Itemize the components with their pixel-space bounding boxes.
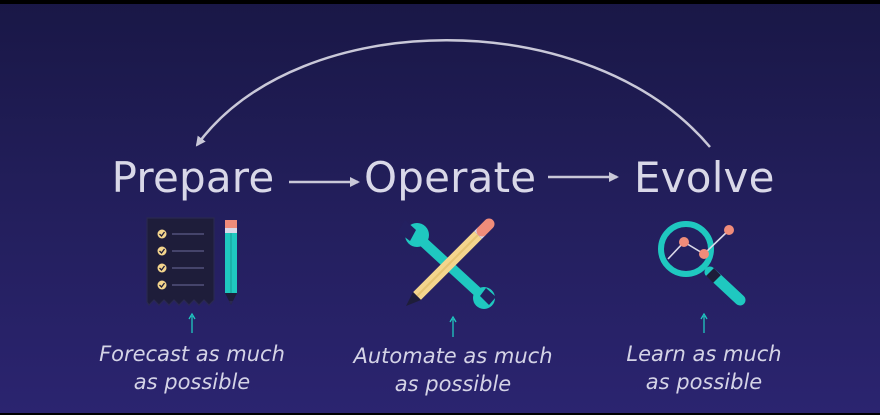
caption-operate-line2: as possible bbox=[394, 372, 512, 396]
stage-title-evolve: Evolve bbox=[634, 153, 775, 202]
caption-operate-line1: Automate as much bbox=[353, 344, 553, 368]
caption-prepare: Forecast as much as possible bbox=[80, 340, 304, 396]
stage-title-operate: Operate bbox=[364, 153, 537, 202]
caption-prepare-line1: Forecast as much bbox=[99, 342, 285, 366]
prepare-pointer-arrow bbox=[188, 312, 196, 333]
caption-evolve: Learn as much as possible bbox=[600, 340, 808, 396]
caption-evolve-line1: Learn as much bbox=[626, 342, 782, 366]
stage-title-prepare: Prepare bbox=[111, 153, 275, 202]
caption-evolve-line2: as possible bbox=[645, 370, 763, 394]
operate-pointer-arrow bbox=[449, 315, 457, 337]
caption-operate: Automate as much as possible bbox=[336, 342, 570, 398]
feedback-loop-arrow bbox=[195, 39, 711, 148]
caption-prepare-line2: as possible bbox=[133, 370, 251, 394]
evolve-pointer-arrow bbox=[700, 312, 708, 333]
